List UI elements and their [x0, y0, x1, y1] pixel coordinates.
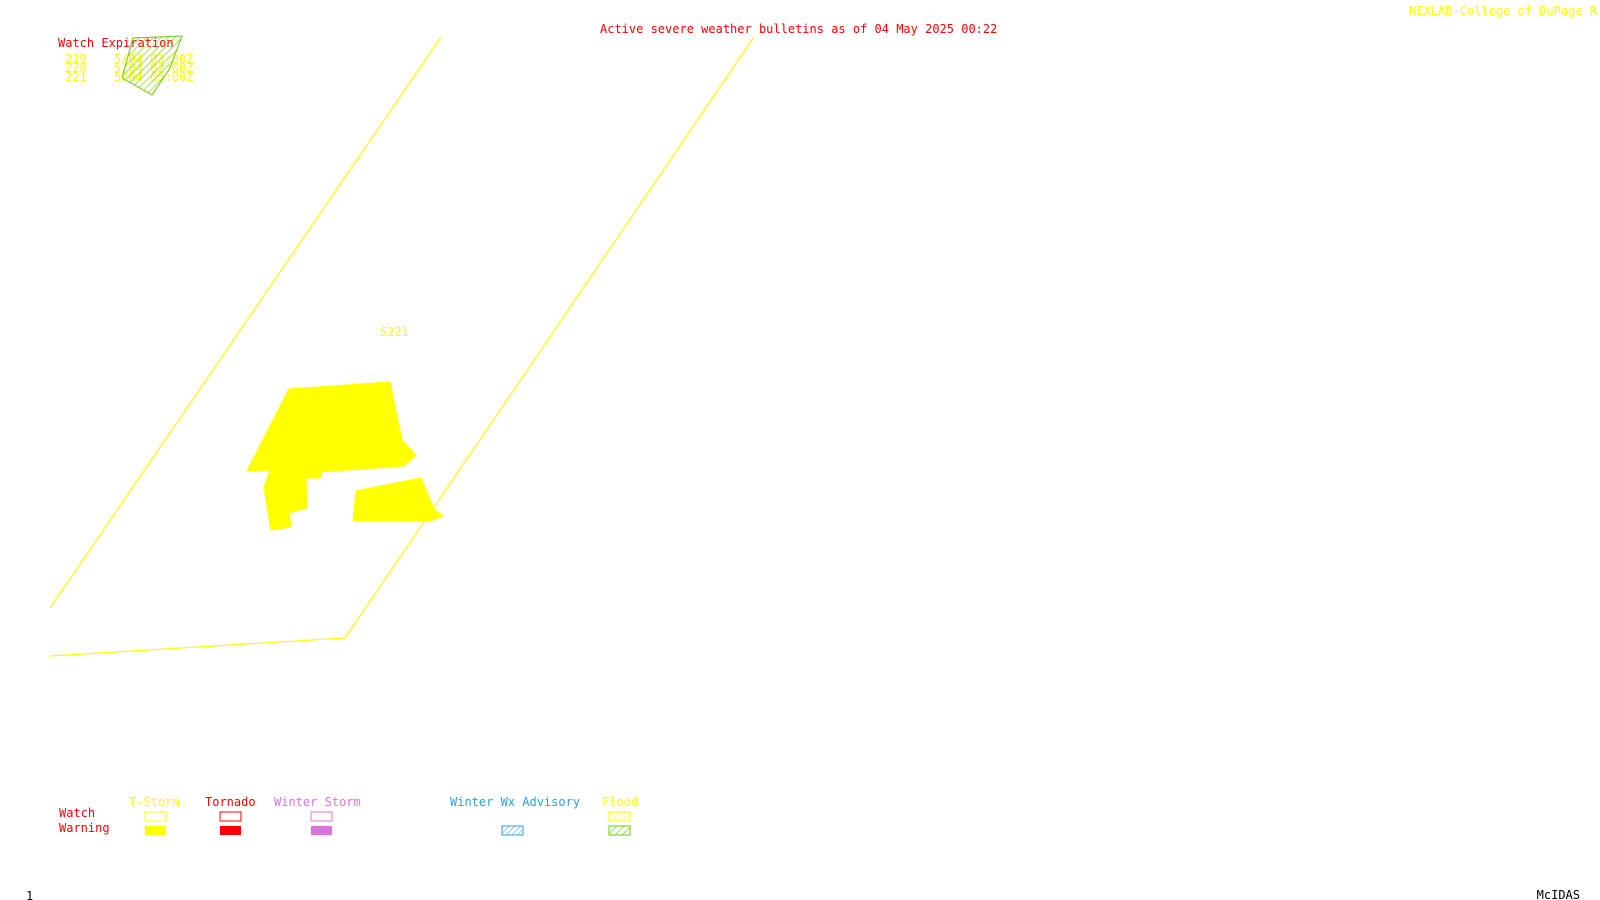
frame-number: 1	[26, 889, 33, 900]
tstorm-warning-polygon	[352, 477, 445, 522]
software-label: McIDAS	[1537, 888, 1580, 900]
legend-winter-advisory-swatch	[501, 825, 524, 836]
bulletin-title: Active severe weather bulletins as of 04…	[600, 22, 997, 36]
legend: Watch Warning T-Storm Tornado Winter Sto…	[59, 795, 638, 836]
watch-id: 219	[65, 52, 87, 66]
legend-flood-label: Flood	[602, 795, 638, 809]
watch-id: 221	[65, 70, 87, 84]
watch-box-edge-west	[49, 36, 442, 609]
legend-watch-row-label: Watch	[59, 806, 95, 820]
legend-tstorm-watch-swatch	[144, 811, 167, 822]
credit-label: NEXLAB-College of DuPage R	[1409, 4, 1598, 18]
legend-winter-storm-label: Winter Storm	[274, 795, 361, 809]
legend-winter-storm-watch-swatch	[310, 811, 333, 822]
tstorm-warning-polygon	[246, 381, 417, 531]
watch-id: 220	[65, 61, 87, 75]
watch-box-label: S221	[380, 325, 409, 339]
legend-tornado-warning-swatch	[220, 826, 241, 835]
legend-flood-warning-swatch	[608, 825, 631, 836]
legend-tornado-label: Tornado	[205, 795, 256, 809]
legend-flood-watch-swatch	[608, 811, 631, 822]
legend-winter-storm-warning-swatch	[311, 826, 332, 835]
flood-warning-area	[121, 35, 183, 96]
legend-winter-advisory-label: Winter Wx Advisory	[450, 795, 580, 809]
watch-box-edge-east	[49, 36, 755, 657]
legend-tstorm-label: T-Storm	[129, 795, 180, 809]
legend-warning-row-label: Warning	[59, 821, 110, 835]
legend-tornado-watch-swatch	[219, 811, 242, 822]
legend-tstorm-warning-swatch	[145, 826, 166, 835]
